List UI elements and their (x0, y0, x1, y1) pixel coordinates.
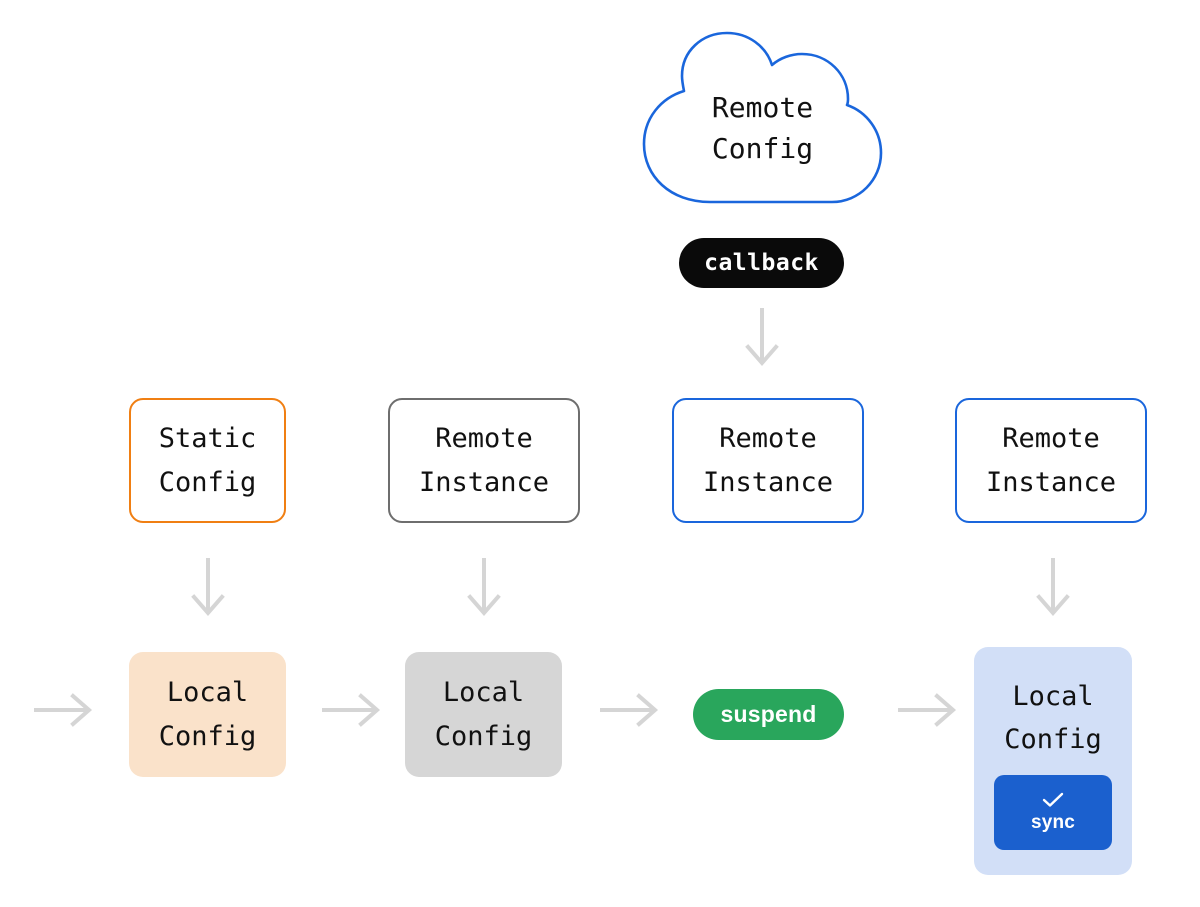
local-config-peach-line1: Local (166, 677, 249, 709)
sync-button[interactable]: sync (994, 775, 1112, 851)
local-config-peach-box[interactable]: Local Config (129, 652, 286, 777)
local-config-peach-line2: Config (158, 720, 257, 752)
check-icon (1042, 792, 1064, 807)
callback-pill[interactable]: callback (679, 238, 844, 288)
local-config-blue-box[interactable]: Local Config sync (974, 647, 1132, 875)
arrow-static-config-to-local-config (191, 558, 225, 620)
remote-instance-blue-2-box[interactable]: Remote Instance (955, 398, 1147, 523)
local-config-gray-line1: Local (442, 677, 525, 709)
arrow-incoming-edge (34, 693, 96, 727)
remote-instance-blue-2-line1: Remote (1002, 423, 1100, 455)
arrow-callback-to-remote-instance (745, 308, 779, 370)
arrow-gray-to-suspend (600, 693, 662, 727)
static-config-line1: Static (158, 423, 257, 455)
arrow-suspend-to-blue (898, 693, 960, 727)
remote-config-cloud: Remote Config (640, 30, 885, 205)
remote-instance-blue-1-box[interactable]: Remote Instance (672, 398, 864, 523)
local-config-gray-box[interactable]: Local Config (405, 652, 562, 777)
arrow-remote-instance-to-local-config-blue (1036, 558, 1070, 620)
remote-instance-gray-line1: Remote (435, 423, 533, 455)
cloud-outline (642, 31, 883, 204)
suspend-pill[interactable]: suspend (693, 689, 844, 740)
static-config-line2: Config (158, 466, 257, 498)
local-config-gray-line2: Config (434, 720, 533, 752)
remote-instance-gray-box[interactable]: Remote Instance (388, 398, 580, 523)
remote-instance-gray-line2: Instance (418, 466, 550, 498)
remote-instance-blue-1-line2: Instance (702, 466, 834, 498)
static-config-box[interactable]: Static Config (129, 398, 286, 523)
arrow-remote-instance-to-local-config (467, 558, 501, 620)
sync-button-label: sync (1030, 811, 1076, 833)
remote-instance-blue-1-line1: Remote (719, 423, 817, 455)
arrow-peach-to-gray (322, 693, 384, 727)
remote-instance-blue-2-line2: Instance (985, 466, 1117, 498)
local-config-blue-line2: Config (1004, 724, 1102, 756)
local-config-blue-line1: Local (1012, 681, 1094, 712)
